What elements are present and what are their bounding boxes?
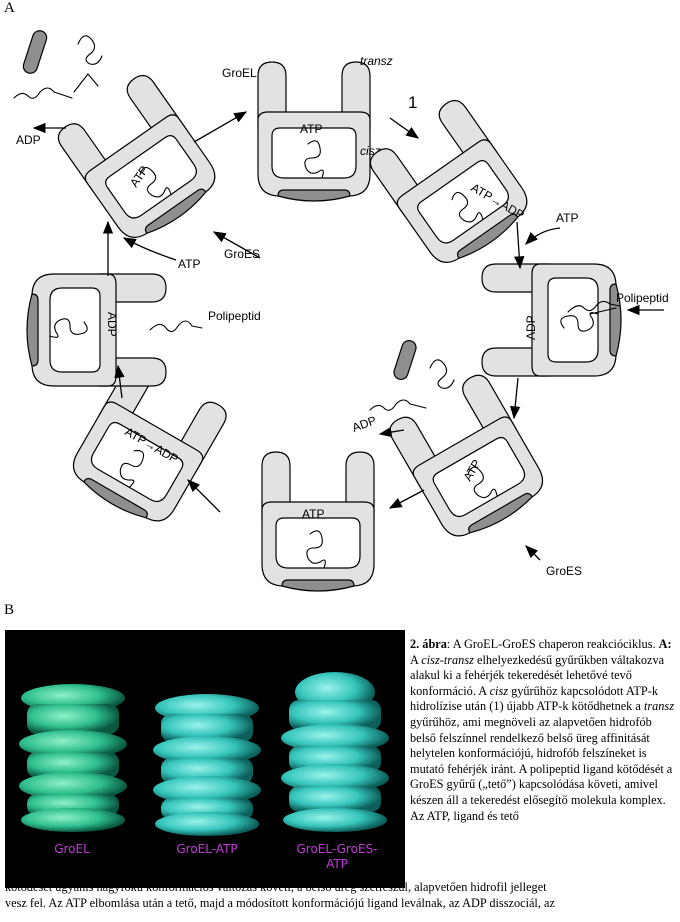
label-groes-bottom: GroES — [546, 564, 582, 578]
label-transz: transz — [360, 54, 393, 68]
released-cap-tl — [22, 30, 48, 74]
panel-b-label: B — [4, 602, 15, 618]
label-groes-left: GroES — [224, 247, 260, 261]
label-atp-right: ATP — [556, 211, 578, 225]
label-adp-tl: ADP — [16, 133, 41, 147]
micro-caption-groel-atp: GroEL-ATP — [176, 842, 238, 856]
complex-bottom-left — [65, 355, 232, 529]
groel-cycle-diagram: GroEL transz cisz ATP 1 ATP→ADP ATP ADP … — [13, 30, 669, 592]
label-atp-bottom: ATP — [302, 507, 324, 521]
label-adp-left: ADP — [105, 312, 119, 337]
label-atp-top: ATP — [300, 122, 322, 136]
model-groel-atp — [153, 694, 261, 836]
complex-bottom-right — [384, 370, 551, 544]
label-atp-tl2: ATP — [178, 257, 200, 271]
caption-text: gyűrűhöz, ami megnöveli az alapvetően hi… — [410, 714, 673, 823]
figure-caption: 2. ábra: A GroEL-GroES chaperon reakcióc… — [410, 637, 675, 824]
complex-top-center — [257, 61, 371, 202]
complex-top-left — [53, 70, 223, 246]
micro-caption-groel: GroEL — [54, 842, 90, 856]
complex-top-right — [365, 95, 535, 271]
caption-line: vesz fel. Az ATP elbomlása után a tető, … — [5, 895, 555, 910]
complex-bottom-center — [261, 451, 375, 592]
caption-fig-title: : A GroEL-GroES chaperon reakcióciklus. — [446, 637, 656, 651]
caption-text: gyűrűhöz kapcsolódott ATP-k hidrolízise … — [410, 683, 658, 714]
label-groel: GroEL — [222, 66, 257, 80]
micrograph-image — [19, 672, 389, 836]
cryo-em-micrograph: GroEL GroEL-ATP GroEL-GroES-ATP — [5, 630, 405, 888]
caption-line: kötődését ugyanis nagyfokú konformációs … — [5, 880, 547, 894]
cycle-arrows — [32, 111, 664, 561]
caption-text: A — [410, 652, 422, 667]
released-cap-br — [393, 340, 417, 380]
label-polipeptid-left: Polipeptid — [208, 309, 261, 323]
complex-left — [26, 273, 167, 387]
micro-caption-groel-groes-atp: GroEL-GroES-ATP — [296, 842, 378, 871]
caption-text: elhelyezkedésű gyűrűkben váltakozva alak… — [410, 652, 665, 698]
label-step-1: 1 — [408, 93, 417, 112]
label-adp-right: ADP — [524, 315, 538, 340]
caption-term: cisz — [489, 683, 509, 698]
label-adp-br: ADP — [350, 413, 378, 435]
caption-part-a: A: — [658, 637, 672, 651]
caption-fig-number: 2. ábra — [410, 637, 447, 651]
model-groel-groes-atp — [281, 672, 389, 832]
complex-right — [481, 263, 622, 377]
panel-a-label: A — [4, 0, 15, 16]
figure-caption-continued: kötődését ugyanis nagyfokú konformációs … — [5, 880, 677, 922]
label-polipeptid-right: Polipeptid — [616, 291, 669, 305]
model-groel — [19, 684, 127, 832]
caption-term: transz — [643, 699, 675, 714]
caption-term: cisz-transz — [421, 652, 474, 667]
